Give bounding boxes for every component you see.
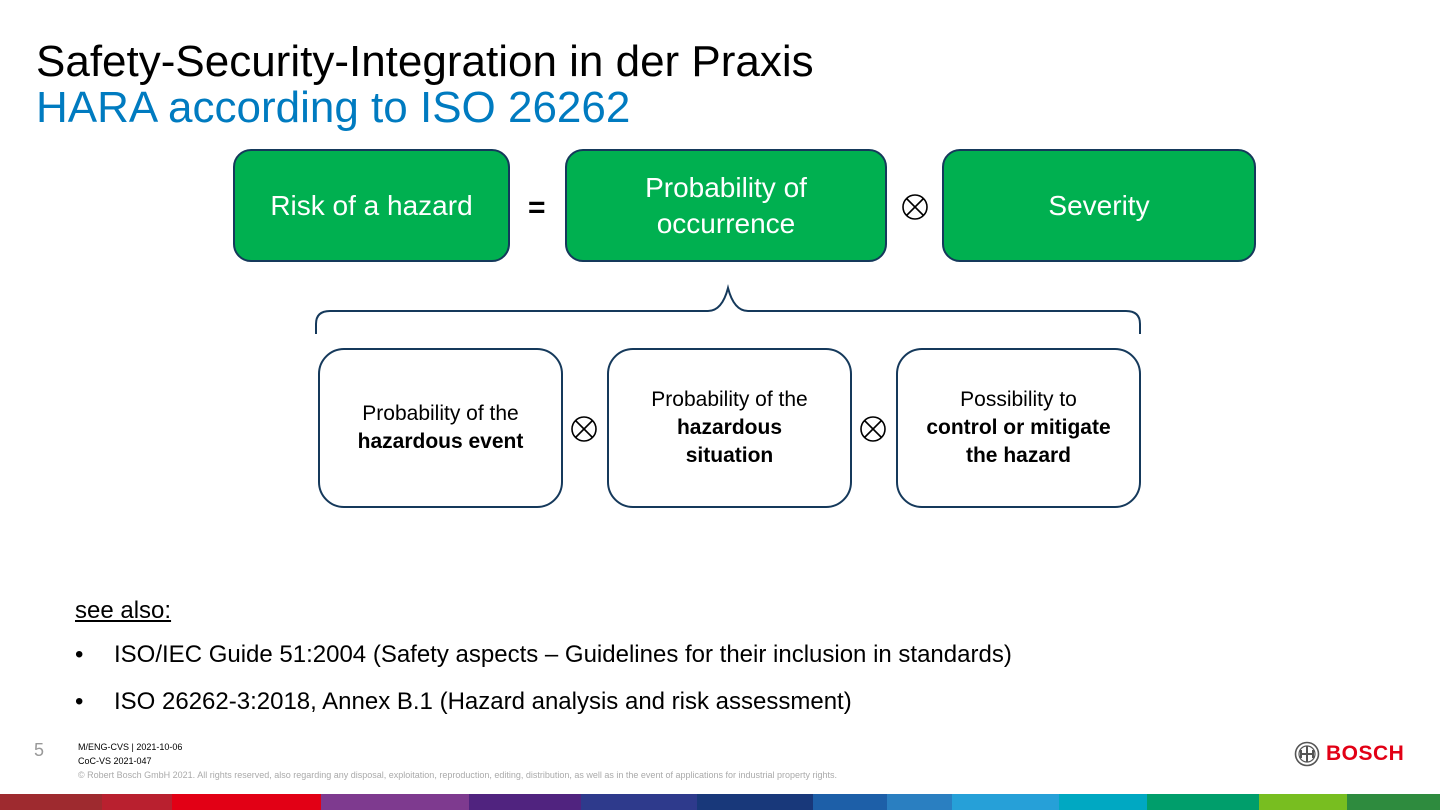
footer-dept-date: M/ENG-CVS | 2021-10-06 xyxy=(78,742,183,752)
reference-list: ISO/IEC Guide 51:2004 (Safety aspects – … xyxy=(75,640,1012,734)
curly-brace xyxy=(315,284,1141,334)
factor-bold-text: control or mitigate the hazard xyxy=(926,416,1111,467)
page-title: Safety-Security-Integration in der Praxi… xyxy=(36,37,814,86)
probability-label: Probability of occurrence xyxy=(645,171,807,239)
bosch-logo: BOSCH xyxy=(1294,741,1404,767)
footer-doc-id: CoC-VS 2021-047 xyxy=(78,756,152,766)
circled-times-icon xyxy=(571,416,597,442)
bosch-armature-icon xyxy=(1294,741,1320,767)
list-item: ISO/IEC Guide 51:2004 (Safety aspects – … xyxy=(75,640,1012,670)
bosch-wordmark: BOSCH xyxy=(1326,742,1405,765)
factor-box-controllability: Possibility to control or mitigate the h… xyxy=(896,348,1141,508)
severity-box: Severity xyxy=(942,149,1256,262)
factor-normal-text: Probability of the xyxy=(362,402,519,425)
brand-color-bar xyxy=(0,794,1440,810)
circled-times-icon xyxy=(902,194,928,220)
equals-sign: = xyxy=(528,191,546,224)
page-subtitle: HARA according to ISO 26262 xyxy=(36,83,631,132)
page-number: 5 xyxy=(34,740,45,760)
factor-box-hazardous-situation: Probability of the hazardous situation xyxy=(607,348,852,508)
circled-times-icon xyxy=(860,416,886,442)
list-item: ISO 26262-3:2018, Annex B.1 (Hazard anal… xyxy=(75,687,1012,717)
factor-box-hazardous-event: Probability of the hazardous event xyxy=(318,348,563,508)
see-also-heading: see also: xyxy=(75,597,172,624)
factor-bold-text: hazardous event xyxy=(357,430,524,453)
probability-box: Probability of occurrence xyxy=(565,149,887,262)
factor-bold-text: hazardous situation xyxy=(676,416,783,467)
factor-normal-text: Possibility to xyxy=(960,388,1077,411)
factor-normal-text: Probability of the xyxy=(651,388,808,411)
risk-box: Risk of a hazard xyxy=(233,149,510,262)
risk-label: Risk of a hazard xyxy=(270,189,473,221)
footer-copyright: © Robert Bosch GmbH 2021. All rights res… xyxy=(78,770,838,780)
severity-label: Severity xyxy=(1048,189,1150,221)
